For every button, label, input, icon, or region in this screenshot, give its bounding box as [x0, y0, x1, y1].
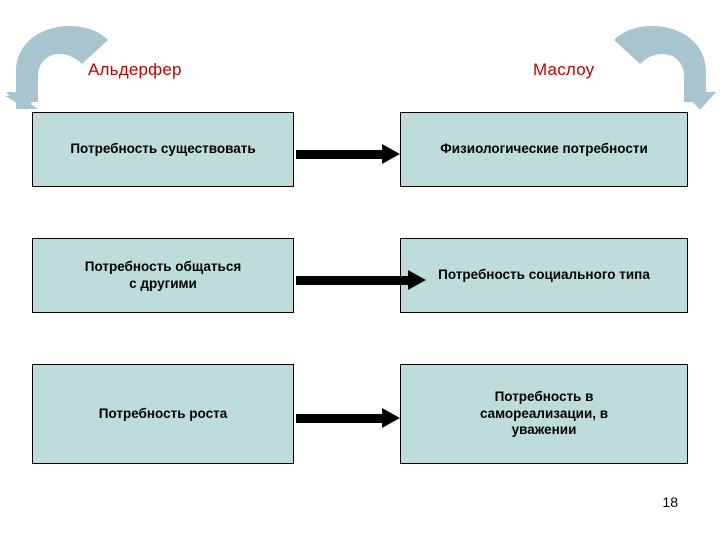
- box-existence-needs[interactable]: Потребность существовать: [32, 112, 294, 187]
- arrow-head: [382, 408, 400, 428]
- arrow-head: [382, 144, 400, 164]
- arrow-shaft: [296, 276, 408, 285]
- box-social-needs[interactable]: Потребность социального типа: [400, 238, 688, 313]
- arrow-shaft: [296, 150, 382, 159]
- arrow-shaft: [296, 414, 382, 423]
- box-growth-needs[interactable]: Потребность роста: [32, 364, 294, 464]
- curved-arrow-right-icon: [614, 26, 716, 109]
- page-number: 18: [662, 494, 678, 510]
- arrow-head: [408, 270, 426, 290]
- curved-arrow-left-icon: [5, 26, 108, 109]
- box-physiological-needs[interactable]: Физиологические потребности: [400, 112, 688, 187]
- column-title-maslow: Маслоу: [533, 60, 595, 79]
- column-title-alderfer: Альдерфер: [88, 60, 182, 79]
